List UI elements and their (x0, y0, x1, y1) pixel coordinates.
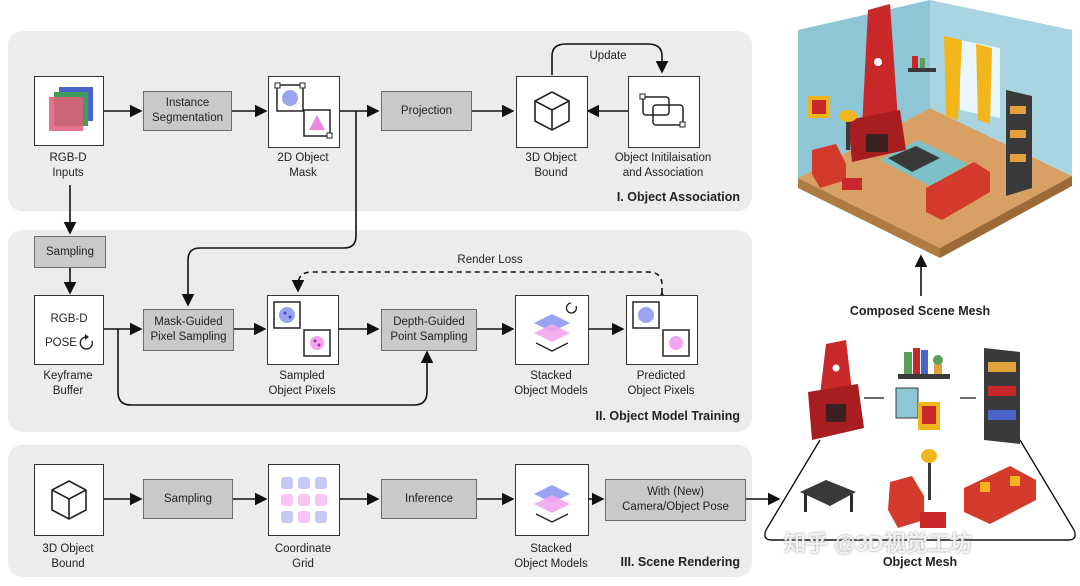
keyframe-rgbd-text: RGB-D (50, 313, 88, 325)
keyframe-pose-text: POSE (45, 337, 77, 349)
stacked-models-bottom-label: Stacked Object Models (514, 543, 588, 570)
cube-icon (534, 91, 570, 131)
update-label: Update (589, 50, 627, 62)
rgbd-inputs-box (34, 76, 104, 146)
predicted-pixels-icon (632, 301, 690, 357)
predicted-pixels-box (626, 295, 698, 365)
stacked-layers-icon (534, 302, 578, 352)
watermark: 知乎 @3D视觉工坊 (784, 531, 972, 556)
grid-icon (281, 477, 327, 523)
cube-icon (51, 480, 87, 520)
object-bound-bottom-label: 3D Object Bound (42, 543, 94, 570)
object-bound-box (516, 76, 588, 148)
rgbd-inputs-label: RGB-D Inputs (49, 152, 87, 179)
new-pose-box: With (New) Camera/Object Pose (605, 479, 746, 521)
object-bound-bottom-box (34, 464, 104, 536)
stacked-layers-icon (534, 485, 570, 523)
object-mask-icon (274, 82, 333, 139)
object-mask-label: 2D Object Mask (277, 152, 329, 179)
keyframe-buffer-box: RGB-D POSE (34, 295, 104, 365)
sampling-bottom-box: Sampling (143, 479, 233, 519)
init-association-box (628, 76, 700, 148)
rgbd-stack-icon (49, 87, 93, 131)
instance-segmentation-box: Instance Segmentation (143, 91, 232, 131)
sampled-pixels-box (267, 295, 339, 365)
object-model-training-title: II. Object Model Training (595, 409, 740, 423)
object-mask-box (268, 76, 340, 148)
coordinate-grid-box (268, 464, 340, 536)
predicted-pixels-label: Predicted Object Pixels (627, 370, 695, 397)
sampled-pixels-icon (273, 301, 331, 357)
object-bound-label: 3D Object Bound (525, 152, 577, 179)
init-association-label: Object Initilaisation and Association (614, 152, 712, 179)
render-loss-label: Render Loss (457, 254, 523, 266)
object-association-title: I. Object Association (616, 190, 740, 204)
depth-guided-sampling-box: Depth-Guided Point Sampling (381, 309, 477, 351)
projection-box: Projection (381, 91, 472, 131)
stacked-models-mid-box (515, 295, 589, 365)
coordinate-grid-label: Coordinate Grid (274, 543, 332, 570)
scene-rendering-title: III. Scene Rendering (620, 555, 740, 569)
mask-guided-sampling-box: Mask-Guided Pixel Sampling (143, 309, 234, 351)
composed-scene-mesh-label: Composed Scene Mesh (849, 304, 991, 318)
sampled-pixels-label: Sampled Object Pixels (268, 370, 336, 397)
bounding-box-icon (639, 93, 686, 128)
inference-box: Inference (381, 479, 477, 519)
keyframe-buffer-label: Keyframe Buffer (43, 370, 93, 397)
sampling-top-box: Sampling (34, 236, 106, 268)
stacked-models-mid-label: Stacked Object Models (514, 370, 588, 397)
stacked-models-bottom-box (515, 464, 589, 536)
refresh-icon (79, 334, 94, 350)
object-mesh-label: Object Mesh (882, 555, 958, 569)
